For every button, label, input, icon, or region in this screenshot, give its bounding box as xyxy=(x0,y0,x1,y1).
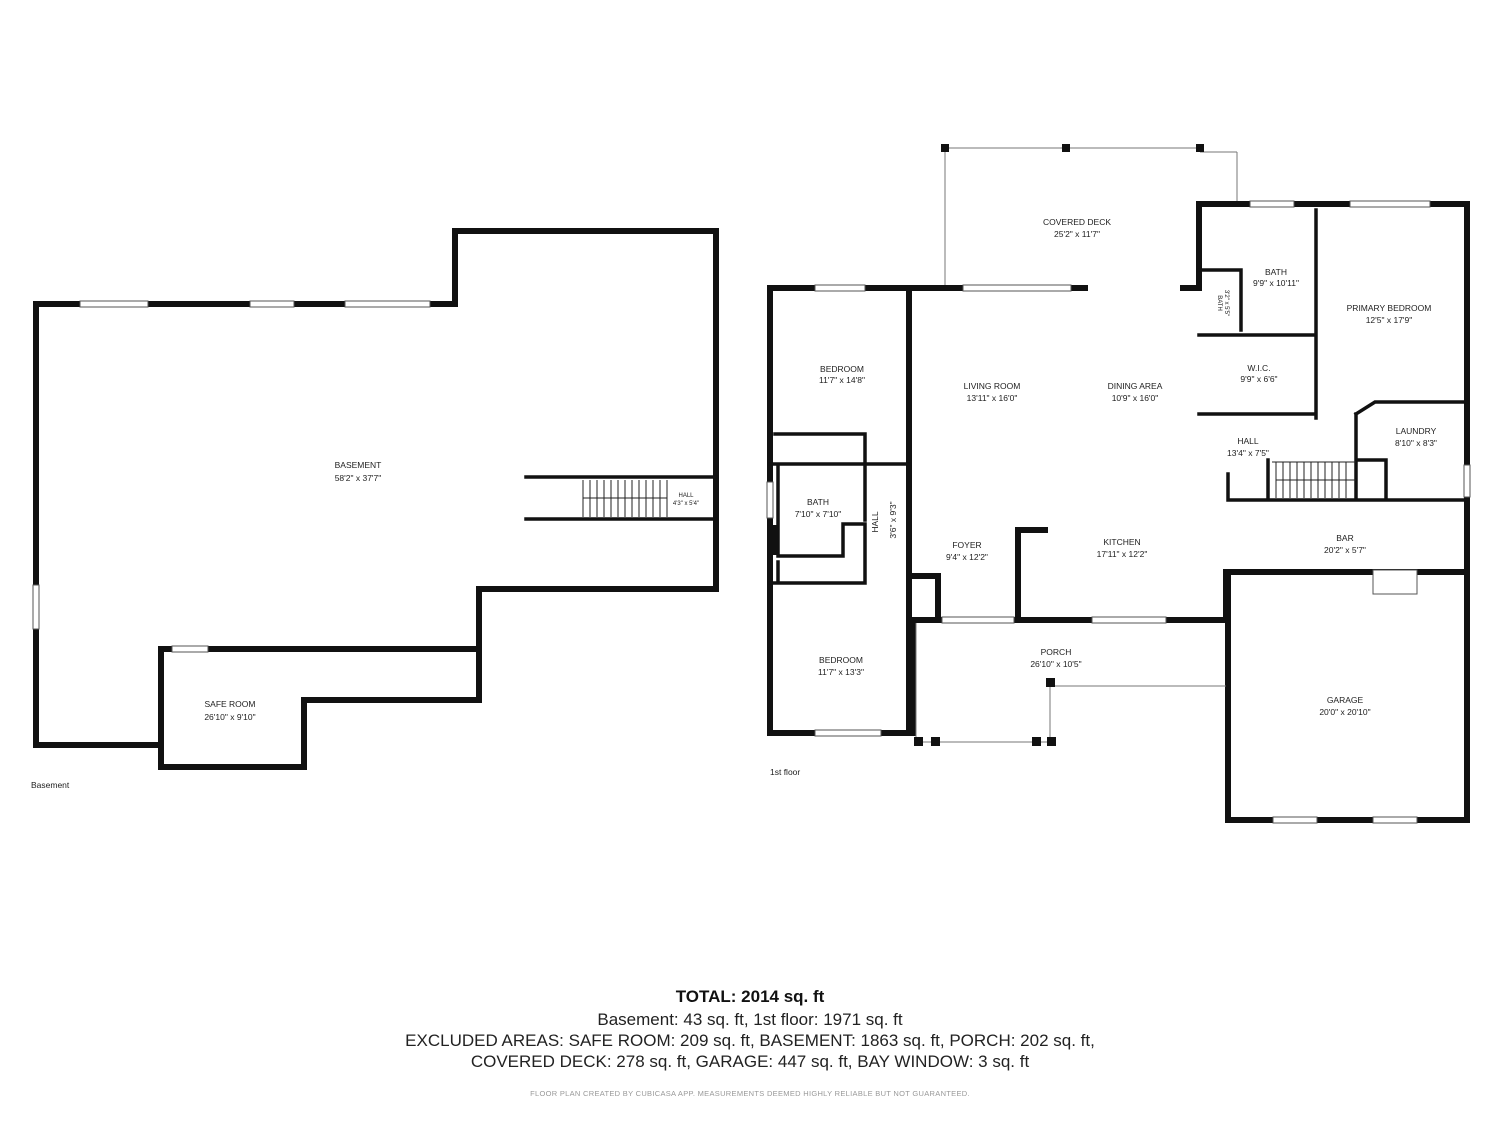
room-name: FOYER xyxy=(952,540,981,550)
basement-plan: BASEMENT 58'2" x 37'7" HALL 4'3" x 5'4" … xyxy=(31,228,719,790)
room-name: BASEMENT xyxy=(335,460,382,470)
deck-post xyxy=(941,144,949,152)
floor-label: Basement xyxy=(31,780,70,790)
porch-post xyxy=(1032,737,1041,746)
first-floor-outer-wall xyxy=(767,201,1470,823)
room-dims: 8'10" x 8'3" xyxy=(1395,438,1437,448)
room-name: PORCH xyxy=(1041,647,1072,657)
room-dims: 11'7" x 14'8" xyxy=(819,375,865,385)
room-dims: 3'6" x 9'3" xyxy=(888,501,898,538)
room-dims: 3'2" x 5'5" xyxy=(1223,290,1229,316)
deck-post xyxy=(1196,144,1204,152)
bedroom-window xyxy=(1349,200,1431,208)
room-name: LIVING ROOM xyxy=(964,381,1021,391)
room-name: GARAGE xyxy=(1327,695,1364,705)
room-name: HALL xyxy=(870,511,880,533)
basement-outer-wall xyxy=(33,228,719,770)
room-name: PRIMARY BEDROOM xyxy=(1347,303,1432,313)
basement-window xyxy=(344,300,431,308)
room-dims: 17'11" x 12'2" xyxy=(1097,549,1148,559)
room-name: COVERED DECK xyxy=(1043,217,1111,227)
laundry-window xyxy=(1463,464,1471,498)
room-name: SAFE ROOM xyxy=(204,699,255,709)
room-name: BATH xyxy=(1216,295,1222,311)
room-dims: 13'4" x 7'5" xyxy=(1227,448,1269,458)
hall-wall xyxy=(524,475,718,521)
garage-window xyxy=(1272,816,1318,824)
floor-area-breakdown: Basement: 43 sq. ft, 1st floor: 1971 sq.… xyxy=(597,1010,903,1029)
porch-post xyxy=(1047,737,1056,746)
room-dims: 26'10" x 10'5" xyxy=(1030,659,1081,669)
room-dims: 11'7" x 13'3" xyxy=(818,667,864,677)
room-name: HALL xyxy=(1237,436,1259,446)
total-area: TOTAL: 2014 sq. ft xyxy=(675,987,825,1006)
porch-post xyxy=(931,737,940,746)
deck-post xyxy=(1062,144,1070,152)
safe-room-door xyxy=(171,645,209,653)
porch-post xyxy=(914,737,923,746)
porch-outline xyxy=(915,623,1226,743)
excluded-areas-line-2: COVERED DECK: 278 sq. ft, GARAGE: 447 sq… xyxy=(470,1052,1030,1071)
room-dims: 12'5" x 17'9" xyxy=(1366,315,1413,325)
room-name: HALL xyxy=(678,493,694,499)
room-dims: 9'9" x 10'11" xyxy=(1253,278,1299,288)
wall xyxy=(768,432,911,585)
room-dims: 26'10" x 9'10" xyxy=(204,712,255,722)
kitchen-window xyxy=(1091,616,1167,624)
garage-window xyxy=(1372,816,1418,824)
floor-label: 1st floor xyxy=(770,767,800,777)
room-dims: 20'0" x 20'10" xyxy=(1319,707,1370,717)
wall-segment xyxy=(772,525,778,555)
room-name: KITCHEN xyxy=(1103,537,1140,547)
porch-post xyxy=(1046,678,1055,687)
bay-window xyxy=(1372,569,1418,595)
wall xyxy=(906,573,1021,623)
room-dims: 10'9" x 16'0" xyxy=(1112,393,1159,403)
basement-window xyxy=(249,300,295,308)
basement-stairs xyxy=(582,480,668,517)
room-name: BATH xyxy=(1265,267,1287,277)
room-name: BEDROOM xyxy=(819,655,863,665)
wall xyxy=(1197,208,1469,502)
covered-deck-outline xyxy=(944,147,1238,288)
basement-window xyxy=(32,584,40,630)
living-room-window xyxy=(962,284,1072,292)
room-dims: 25'2" x 11'7" xyxy=(1054,229,1100,239)
room-dims: 20'2" x 5'7" xyxy=(1324,545,1366,555)
basement-window xyxy=(79,300,149,308)
room-dims: 13'11" x 16'0" xyxy=(967,393,1018,403)
excluded-areas-line: EXCLUDED AREAS: SAFE ROOM: 209 sq. ft, B… xyxy=(405,1031,1095,1050)
first-floor-plan: COVERED DECK 25'2" x 11'7" BATH 9'9" x 1… xyxy=(766,144,1471,824)
room-dims: 9'4" x 12'2" xyxy=(946,552,988,562)
room-name: DINING AREA xyxy=(1108,381,1163,391)
room-dims: 7'10" x 7'10" xyxy=(795,509,842,519)
bath-window xyxy=(1249,200,1295,208)
room-dims: 58'2" x 37'7" xyxy=(335,473,382,483)
bedroom-window xyxy=(814,284,866,292)
front-door xyxy=(941,616,1015,624)
bath-window xyxy=(766,481,774,519)
bedroom-window xyxy=(814,729,882,737)
room-name: BATH xyxy=(807,497,829,507)
first-floor-stairs xyxy=(1272,461,1356,498)
room-name: W.I.C. xyxy=(1247,363,1270,373)
room-name: BAR xyxy=(1336,533,1353,543)
disclaimer: FLOOR PLAN CREATED BY CUBICASA APP. MEAS… xyxy=(530,1089,970,1098)
room-name: BEDROOM xyxy=(820,364,864,374)
room-name: LAUNDRY xyxy=(1396,426,1437,436)
room-dims: 4'3" x 5'4" xyxy=(673,501,699,507)
room-dims: 9'9" x 6'6" xyxy=(1240,374,1277,384)
